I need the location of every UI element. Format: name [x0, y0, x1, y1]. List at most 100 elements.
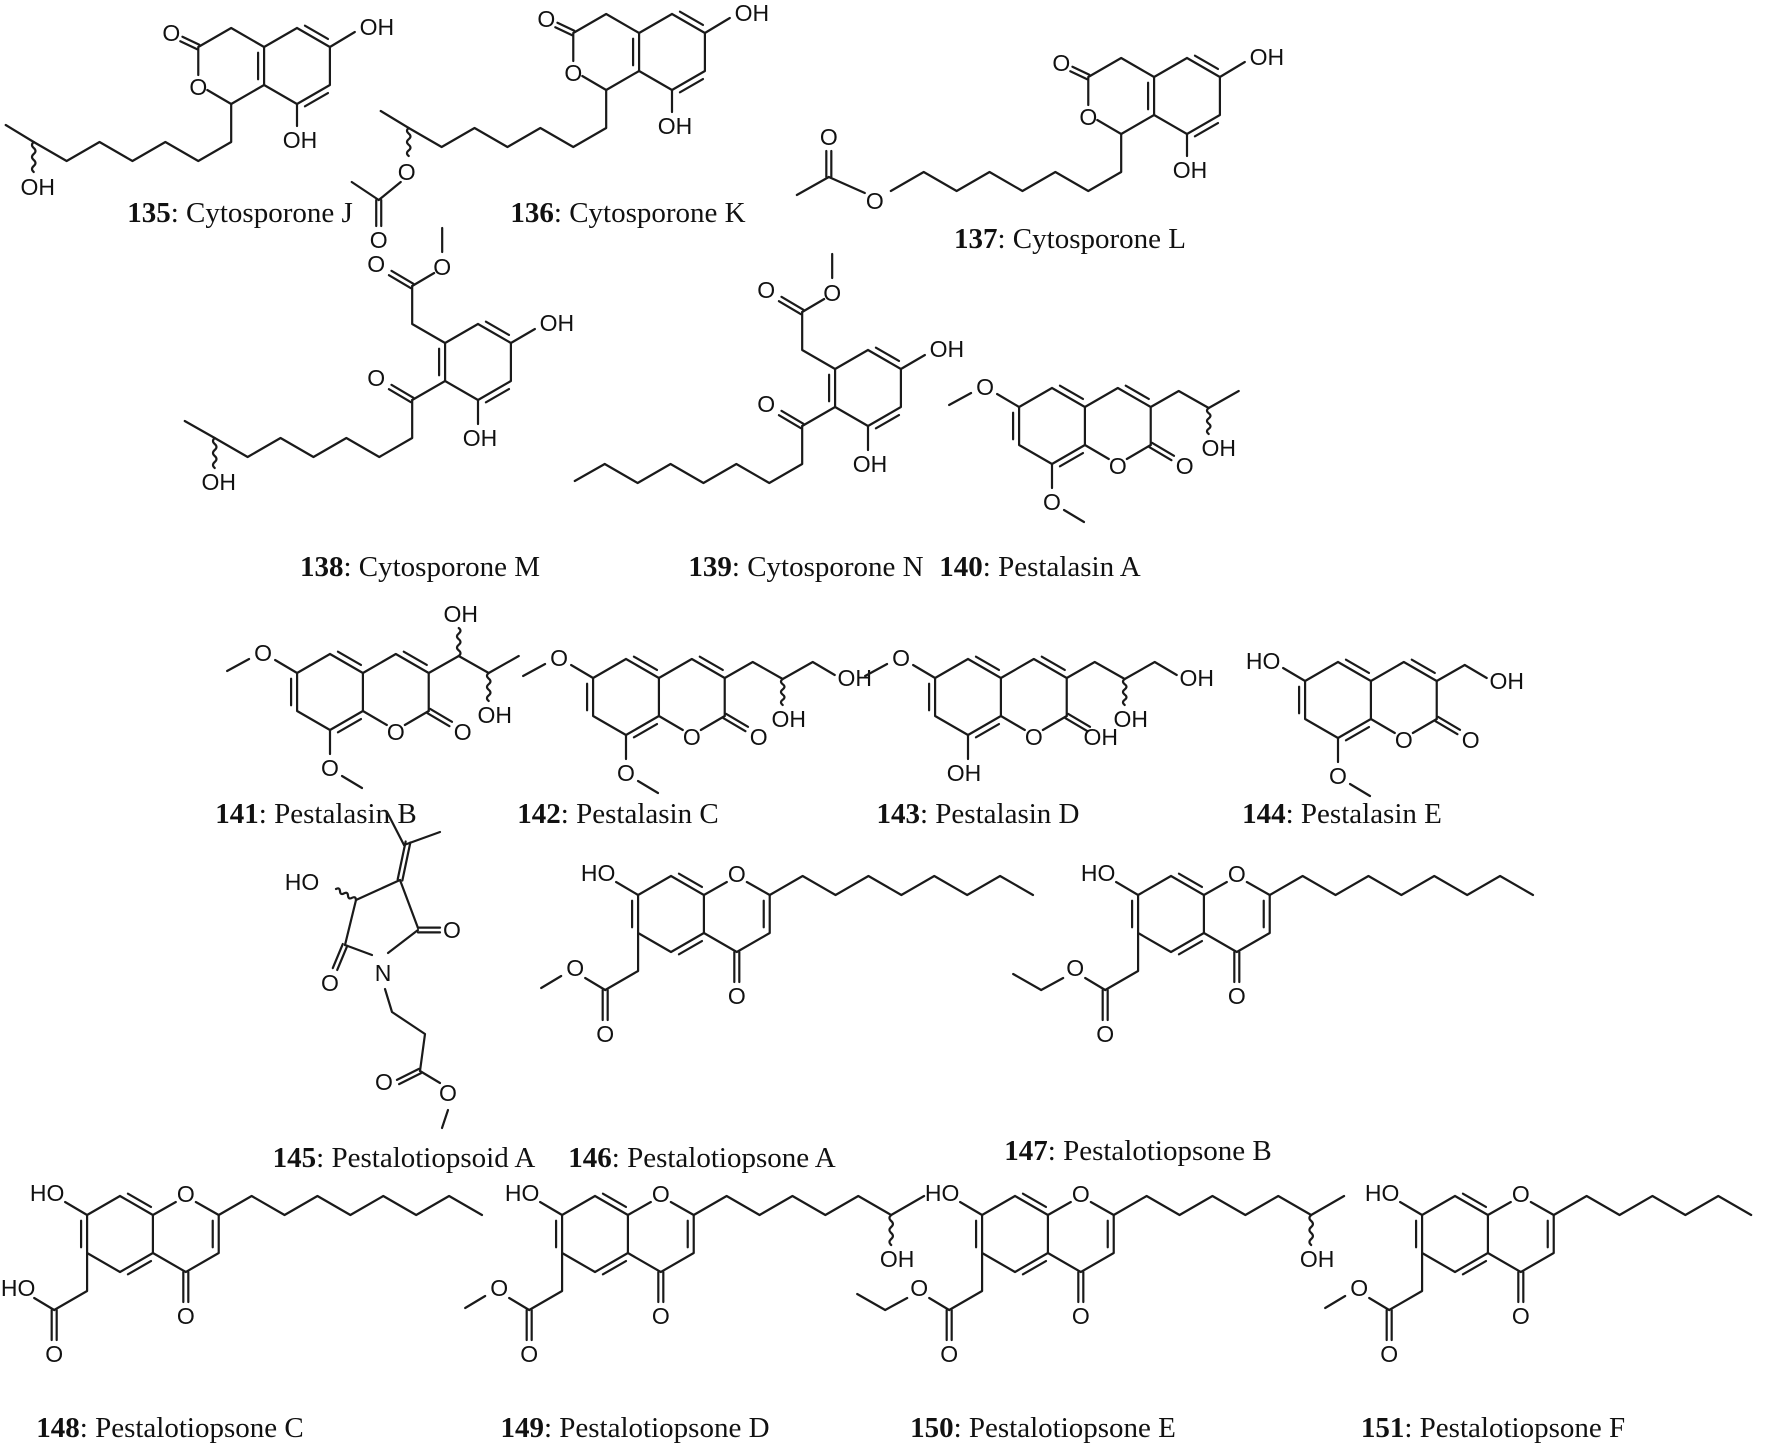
bond-line: [398, 878, 420, 930]
wavy-bond: [1205, 406, 1212, 436]
bond-line: [1064, 717, 1089, 733]
atom-label: O: [757, 391, 775, 417]
bond-line: [509, 327, 537, 345]
compound-number: 141: [215, 798, 259, 830]
bond-line: [508, 1296, 531, 1312]
bond-line: [1120, 113, 1156, 136]
atom-label: HO: [30, 1180, 65, 1206]
bond-line: [1324, 1294, 1347, 1310]
atom-label: O: [1380, 1341, 1398, 1367]
atom-label: OH: [771, 706, 806, 732]
bond-line: [1411, 717, 1438, 735]
atom-label: O: [652, 1181, 670, 1207]
bond-line: [678, 77, 705, 94]
atom-label: O: [1350, 1275, 1368, 1301]
bond-line: [194, 1200, 220, 1217]
bond-chain: [999, 657, 1068, 718]
bond-line: [540, 974, 563, 990]
atom-label: OH: [1489, 668, 1524, 694]
bond-chain: [1268, 874, 1535, 897]
bond-chain: [1152, 56, 1222, 136]
atom-label: O: [387, 719, 405, 745]
atom-label: O: [1043, 489, 1061, 515]
bond-line: [1084, 976, 1107, 992]
atom-label: O: [976, 374, 994, 400]
compound-name: : Cytosporone L: [998, 223, 1187, 255]
atom-label: OH: [360, 14, 395, 40]
bond-line: [343, 898, 358, 947]
bond-line: [1410, 658, 1436, 675]
compound-number: 139: [688, 551, 732, 583]
bond-line: [1040, 976, 1065, 992]
bond-line: [427, 654, 460, 675]
bond-chain: [213, 398, 414, 459]
bond-chain: [85, 1194, 155, 1274]
compound-number: 146: [568, 1142, 612, 1174]
bond-line: [677, 872, 704, 889]
bond-line: [1207, 389, 1240, 410]
bond-line: [801, 297, 826, 314]
compound-caption: 140: Pestalasin A: [939, 551, 1140, 583]
atom-label: O: [550, 645, 568, 671]
bond-line: [1348, 782, 1372, 798]
bond-line: [1368, 1296, 1391, 1312]
compound-number: 151: [1361, 1412, 1405, 1444]
bond-line: [1461, 1259, 1488, 1276]
bond-chain: [1136, 874, 1206, 954]
wavy-bond: [211, 436, 218, 470]
bond-line: [343, 943, 374, 957]
bond-line: [1062, 508, 1086, 524]
compound-number: 138: [300, 551, 344, 583]
compound-name: : Pestalotiopsone A: [612, 1142, 836, 1174]
bond-line: [911, 663, 937, 680]
bond-line: [1012, 972, 1043, 992]
bond-line: [126, 1259, 153, 1276]
bond-chain: [572, 12, 641, 63]
bond-line: [350, 180, 380, 202]
compound-number: 140: [939, 551, 983, 583]
bond-chain: [1420, 1194, 1490, 1274]
bond-line: [361, 709, 388, 727]
atom-label: OH: [1201, 435, 1236, 461]
compound-name: : Pestalasin B: [259, 798, 417, 830]
atom-label: OH: [283, 127, 318, 153]
bond-line: [1193, 54, 1220, 71]
bond-line: [4, 123, 35, 144]
atom-label: O: [177, 1181, 195, 1207]
bond-line: [387, 388, 413, 404]
bond-chain: [151, 1213, 220, 1274]
bond-line: [336, 717, 363, 734]
compound-number: 150: [910, 1412, 954, 1444]
atom-label: O: [162, 20, 180, 46]
bond-line: [1486, 1200, 1512, 1217]
atom-label: O: [910, 1275, 928, 1301]
compound-caption: 145: Pestalotiopsoid A: [273, 1142, 536, 1174]
bond-line: [303, 24, 330, 41]
compound-number: 144: [1242, 798, 1286, 830]
bond-line: [1344, 658, 1371, 675]
compound-name: : Cytosporone N: [732, 551, 924, 583]
compound-number: 149: [500, 1412, 544, 1444]
bond-line: [386, 928, 420, 955]
atom-label: O: [866, 188, 884, 214]
bond-line: [669, 1200, 695, 1217]
bond-chain: [1112, 1194, 1346, 1217]
compound-name: : Pestalasin E: [1286, 798, 1442, 830]
atom-label: O: [398, 159, 416, 185]
compound-caption: 141: Pestalasin B: [215, 798, 416, 830]
atom-label: OH: [1083, 724, 1118, 750]
atom-label: HO: [1081, 860, 1116, 886]
bond-chain: [626, 1213, 695, 1274]
bond-line: [928, 1296, 951, 1312]
compound-caption: 144: Pestalasin E: [1242, 798, 1442, 830]
bond-line: [698, 655, 724, 672]
atom-label: OH: [658, 113, 693, 139]
bond-chain: [603, 424, 804, 485]
bond-line: [1046, 1200, 1072, 1217]
compound-name: : Cytosporone J: [171, 197, 353, 229]
bond-line: [722, 717, 747, 733]
bond-line: [426, 712, 451, 728]
